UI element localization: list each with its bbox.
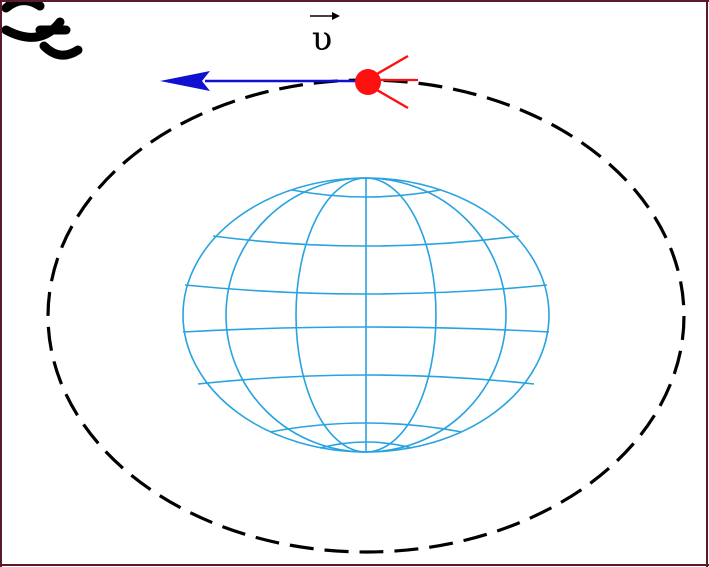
- velocity-label: υ: [312, 19, 333, 59]
